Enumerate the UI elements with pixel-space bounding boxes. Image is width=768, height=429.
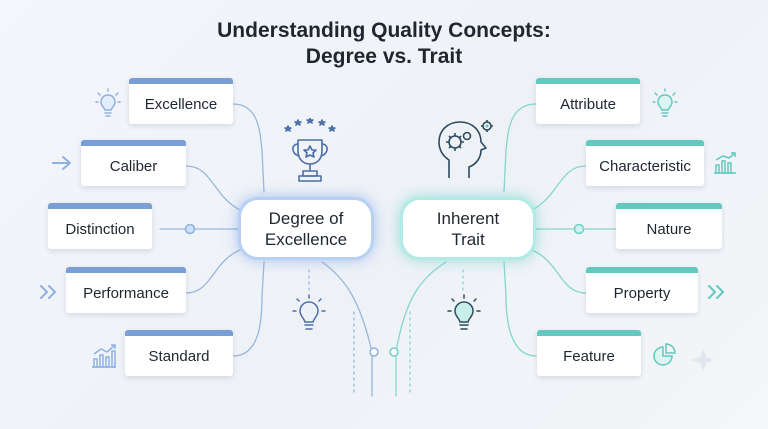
card-nature: Nature: [616, 203, 722, 249]
double-chevron-right-icon: [40, 285, 56, 299]
card-excellence: Excellence: [129, 78, 233, 124]
pie-chart-icon: [653, 343, 676, 366]
card-standard: Standard: [125, 330, 233, 376]
card-label: Characteristic: [599, 157, 691, 175]
lightbulb-icon: [447, 294, 481, 330]
diagram-title-line1: Understanding Quality Concepts:: [217, 19, 551, 42]
card-caliber: Caliber: [81, 140, 186, 186]
hub-label-line2: Trait: [451, 229, 485, 249]
hub-inherent-trait: Inherent Trait: [400, 197, 536, 260]
card-performance: Performance: [66, 267, 186, 313]
bar-chart-icon: [714, 152, 736, 174]
card-label: Excellence: [144, 95, 218, 113]
card-label: Feature: [563, 347, 615, 365]
card-feature: Feature: [537, 330, 641, 376]
card-property: Property: [586, 267, 698, 313]
card-label: Standard: [148, 347, 210, 365]
card-characteristic: Characteristic: [586, 140, 704, 186]
card-label: Property: [613, 284, 671, 302]
bar-chart-icon: [92, 344, 116, 368]
card-attribute: Attribute: [536, 78, 640, 124]
card-distinction: Distinction: [48, 203, 152, 249]
hub-label-line2: Excellence: [264, 229, 348, 249]
hub-label-line1: Degree of: [268, 208, 344, 228]
lightbulb-icon: [95, 88, 121, 117]
lightbulb-icon: [292, 294, 326, 330]
hub-label-line1: Inherent: [436, 208, 500, 228]
double-chevron-right-icon: [708, 285, 724, 299]
card-label: Performance: [83, 284, 169, 302]
head-gears-icon: [438, 120, 493, 178]
arrow-right-icon: [52, 156, 71, 170]
diagram-title-line2: Degree vs. Trait: [305, 45, 463, 68]
card-label: Attribute: [560, 95, 616, 113]
lightbulb-icon: [652, 88, 678, 117]
card-label: Distinction: [65, 220, 135, 238]
card-label: Nature: [646, 220, 692, 238]
hub-degree-of-excellence: Degree of Excellence: [238, 197, 374, 260]
trophy-stars-icon: [284, 118, 336, 182]
card-label: Caliber: [109, 157, 158, 175]
